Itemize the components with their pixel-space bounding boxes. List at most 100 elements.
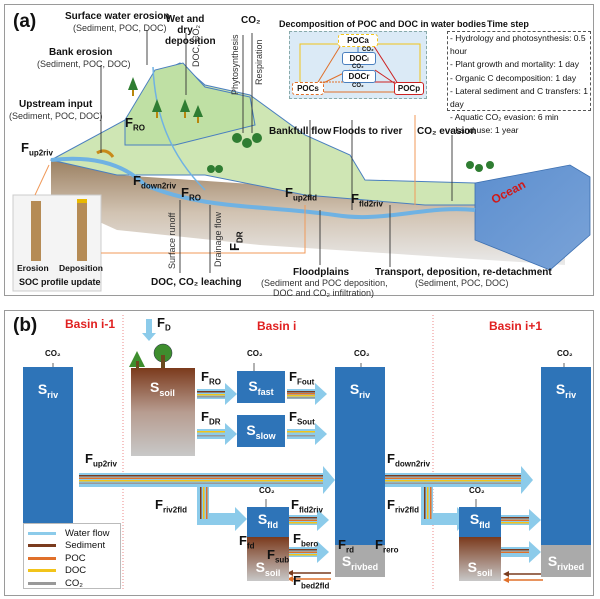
sediment-swatch [28,544,56,548]
flux-f-dr: FDR [201,409,221,427]
respiration-label: Respiration [254,39,264,85]
landscape-illustration [12,30,591,292]
flux-f-d: FD [157,315,171,333]
co2-label: CO₂ [557,349,573,358]
store-s-fast: Sfast [237,371,285,403]
store-s-riv-right: Sriv [541,367,591,545]
flux-f-rd: Frd [338,537,354,555]
store-s-rivbed-right: Srivbed [541,545,591,577]
time-step-item: - Hydrology and photosynthesis: 0.5 hour [450,33,586,57]
deposition-column [77,201,87,261]
time-step-list: - Hydrology and photosynthesis: 0.5 hour… [447,31,591,135]
flow-bundles [79,383,543,583]
co2-docl: CO₂ [352,64,364,70]
co2-label: CO₂ [354,349,370,358]
floodplains-detail-2: DOC and CO₂ infiltration) [273,288,375,298]
co2-label: CO₂ [45,349,61,358]
basin-right-label: Basin i+1 [489,319,543,333]
node-pocs: POCs [292,82,324,95]
store-s-riv-left: Sriv [23,367,73,537]
legend-item-doc: DOC [28,565,116,578]
surface-water-erosion-detail: (Sediment, POC, DOC) [73,23,167,33]
photosynthesis-label: Phytosynthesis [230,34,240,95]
flux-f-bero: Fbero [293,531,319,549]
flux-f-riv2fld-center: Friv2fld [155,497,187,515]
store-s-soil-fld-right: Ssoil [459,537,501,581]
legend-item-poc: POC [28,552,116,565]
panel-a: (a) Surface water erosion (Sediment, POC… [4,4,594,298]
node-docl: DOCₗ [342,52,376,65]
store-s-soil: Ssoil [150,379,175,398]
flux-f-ro-bottom: FRO [181,185,201,203]
time-step-item: - Lateral sediment and C transfers: 1 da… [450,85,588,110]
deposition-doc-co2: DOC, CO₂ [191,25,201,67]
legend-item-sediment: Sediment [28,540,116,553]
surface-water-erosion-title: Surface water erosion [65,11,170,22]
node-docr: DOCr [342,70,376,83]
flux-f-bed2fld: Fbed2fld [293,573,330,591]
legend: Water flow Sediment POC DOC CO₂ [23,523,121,589]
flux-f-up2fld: Fup2fld [285,185,317,203]
co2-label: CO₂ [469,486,485,495]
bankfull-flow-label: Bankfull flow [269,126,332,137]
flux-f-fout: FFout [289,369,315,387]
flux-f-ro-top: FRO [125,115,145,133]
node-pocp: POCp [394,82,424,95]
flux-f-ro: FRO [201,369,221,387]
flux-f-up2riv: Fup2riv [21,140,53,158]
flux-f-fd: Ffd [239,533,255,551]
co2-top-label: CO₂ [241,15,261,26]
decomposition-title: Decomposition of POC and DOC in water bo… [279,19,487,29]
store-s-fld-center: Sfld [247,507,289,537]
time-step-item: - Organic C decomposition: 1 day [450,72,577,83]
flux-f-down2riv: Fdown2riv [133,173,177,191]
flux-f-fld2riv: Ffld2riv [351,191,383,209]
conifer-icon [129,351,145,367]
soc-profile-title: SOC profile update [19,277,101,287]
store-s-slow: Sslow [237,415,285,447]
water-flow-swatch [28,531,56,535]
flux-f-sout: FSout [289,409,315,427]
flux-f-up2riv: Fup2riv [85,451,117,469]
panel-b-label: (b) [13,315,38,336]
basin-center-label: Basin i [257,319,297,333]
upstream-input-title: Upstream input [19,99,93,110]
wet-dry-deposition-title: Wet and dry deposition [165,14,216,47]
drainage-flow-label: Drainage flow [213,211,223,267]
store-s-riv-center: Sriv [335,367,385,545]
store-s-soil-fld-center: Ssoil [247,537,289,581]
river [50,156,476,220]
transport-detail: (Sediment, POC, DOC) [415,278,509,288]
deposition-arrow [146,319,152,333]
time-step-title: Time step [487,19,529,29]
upstream-input-detail: (Sediment, POC, DOC) [9,111,103,121]
time-step-item: - Land use: 1 year [450,125,519,136]
panel-a-label: (a) [13,11,37,32]
doc-co2-leaching-label: DOC, CO₂ leaching [151,277,242,288]
mountain [124,62,256,146]
decomposition-diagram: POCa CO₂ DOCₗ CO₂ DOCr CO₂ POCs POCp [289,31,427,99]
flux-f-down2riv: Fdown2riv [387,451,431,469]
tributary [152,66,206,191]
soil-column [131,368,195,456]
node-poca: POCa [338,34,378,47]
flux-f-rero: Frero [375,537,399,555]
annotation-leader-lines [100,30,453,273]
flux-f-fld2riv: Ffld2riv [291,497,323,515]
flux-f-riv2fld-right: Friv2fld [387,497,419,515]
floods-to-river-label: Floods to river [333,126,403,137]
panel-b: (b) Basin i-1 Basin i Basin i+1 CO₂ CO₂ … [4,310,594,596]
co2-swatch [28,581,56,585]
co2-label: CO₂ [259,486,275,495]
doc-swatch [28,569,56,573]
surface-runoff-label: Surface runoff [167,212,177,269]
soc-deposition-label: Deposition [59,263,103,273]
legend-item-co2: CO₂ [28,577,116,590]
soc-erosion-label: Erosion [17,263,49,273]
flux-f-dr: FDR [227,231,245,251]
floodplains-title: Floodplains [293,267,350,278]
time-step-item: - Plant growth and mortality: 1 day [450,59,579,70]
flux-diagram-arrows [52,315,565,591]
basin-left-label: Basin i-1 [65,317,116,331]
store-s-rivbed-center: Srivbed [335,545,385,577]
